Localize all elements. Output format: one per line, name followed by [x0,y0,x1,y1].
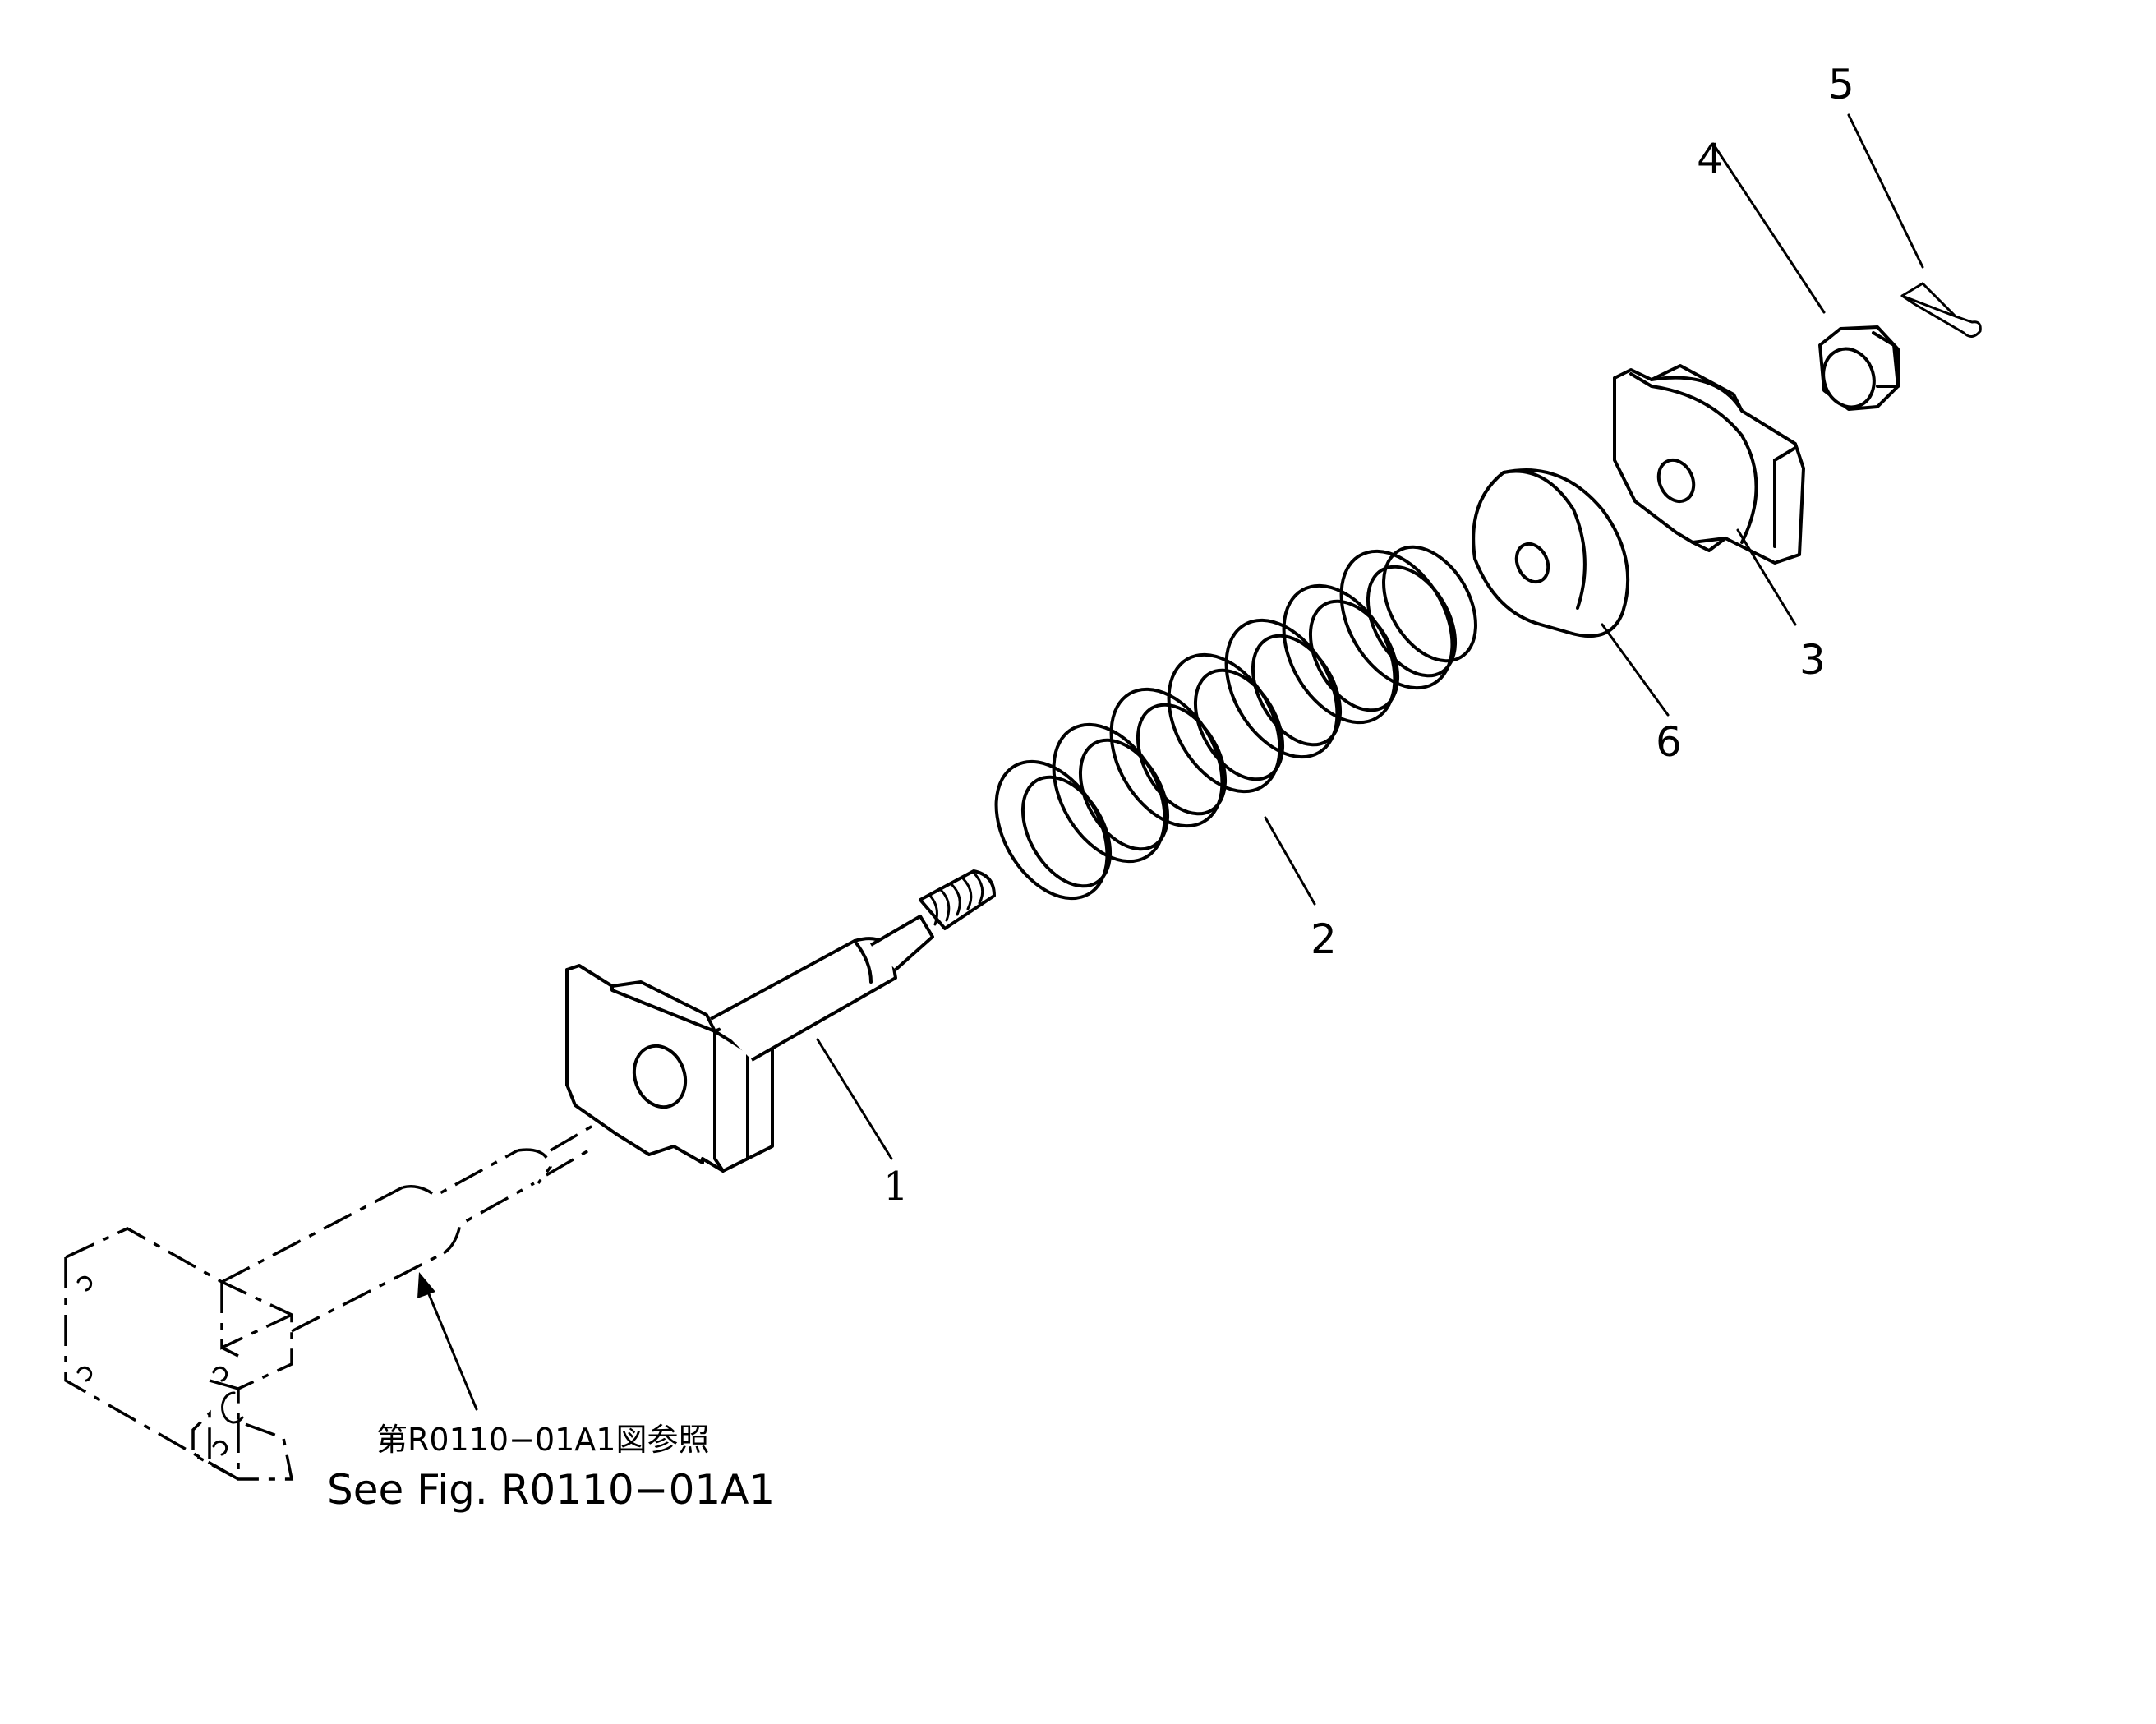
callout-labels: 1 2 3 4 5 6 [883,61,1854,1210]
figure-reference: 第R0110−01A1図参照 See Fig. R0110−01A1 [327,1422,775,1514]
reference-english: See Fig. R0110−01A1 [327,1466,775,1514]
rod-with-flange [550,869,996,1173]
callout-6: 6 [1656,718,1682,766]
reference-arrow [417,1272,478,1411]
callout-3: 3 [1799,636,1826,684]
callout-2: 2 [1311,915,1337,963]
leader-5 [1847,113,1924,269]
leader-6 [1601,623,1670,717]
reference-japanese: 第R0110−01A1図参照 [376,1422,709,1458]
leader-4 [1711,142,1826,314]
leader-lines [816,113,1924,1160]
coil-spring [994,545,1477,901]
referenced-assembly-outline [64,1145,597,1481]
leader-2 [1264,816,1316,906]
leader-3 [1736,528,1797,626]
washer-disc [1472,468,1630,638]
leader-1 [816,1038,893,1160]
hex-nut [1818,325,1900,411]
callout-5: 5 [1828,61,1854,108]
callout-1: 1 [883,1164,909,1210]
retainer-plate [1613,364,1805,565]
cotter-pin [1900,282,1982,338]
callout-4: 4 [1697,135,1723,182]
